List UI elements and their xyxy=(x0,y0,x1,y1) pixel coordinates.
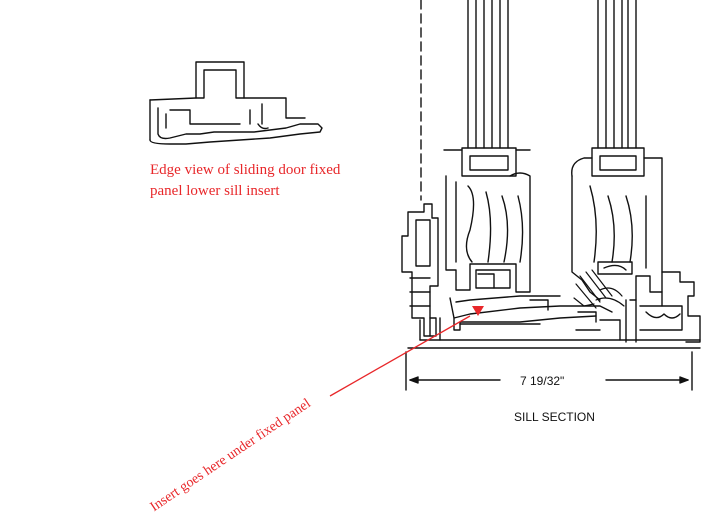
edge-view-caption-line1: Edge view of sliding door fixed xyxy=(150,162,341,178)
insert-arrowhead xyxy=(472,306,484,316)
sill-insert-edge-view xyxy=(149,61,323,145)
edge-view-caption-line2: panel lower sill insert xyxy=(150,183,280,199)
fixed-panel-frame xyxy=(445,172,531,293)
sliding-panel-frame xyxy=(571,157,663,301)
insert-pointer xyxy=(329,306,484,397)
interior-sill-jamb xyxy=(639,271,701,343)
edge-view-caption: Edge view of sliding door fixed panel lo… xyxy=(150,160,340,202)
dimension-line xyxy=(405,351,693,391)
dimension-label: 7 19/32" xyxy=(520,374,564,388)
frame-exterior-detail xyxy=(401,203,439,337)
section-label: SILL SECTION xyxy=(514,410,595,424)
weatherstrip-detail xyxy=(573,269,625,309)
fixed-panel-glazing xyxy=(443,0,531,177)
sill-track xyxy=(407,295,701,349)
sliding-panel-glazing xyxy=(591,0,645,177)
